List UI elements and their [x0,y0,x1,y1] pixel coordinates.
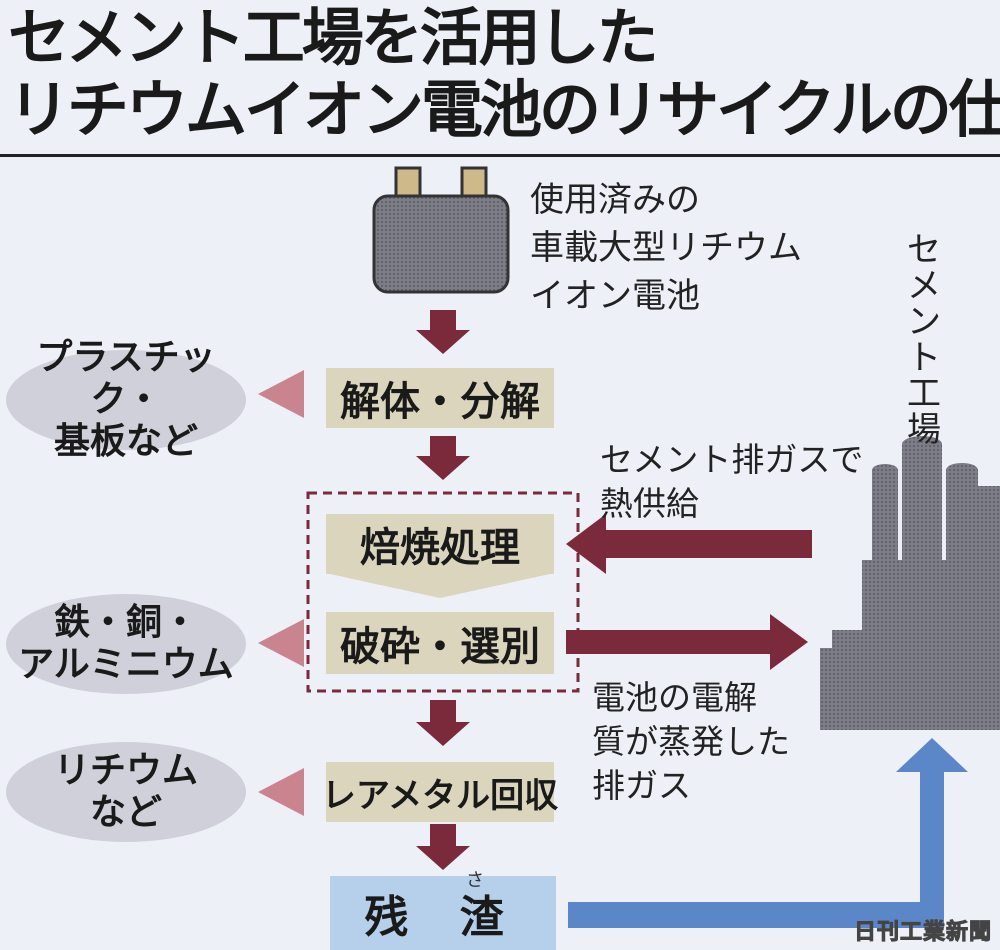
cement-factory-icon [820,436,1000,730]
dashed-process-group [306,491,580,693]
exhaust-note: 電池の電解 質が蒸発した 排ガス [592,678,790,805]
step-roast: 焙焼処理 [326,514,554,574]
diagram-title: セメント工場を活用した リチウムイオン電池のリサイクルの仕組み [8,1,1000,146]
output-iron-copper-aluminum: 鉄・銅・ アルミニウム [6,594,246,694]
residue-ruby: さ [466,870,484,891]
step-dismantle: 解体・分解 [326,368,554,428]
heat-supply-note: セメント排ガスで 熱供給 [600,440,864,523]
step-rare-metal-recovery: レアメタル回収 [322,762,558,822]
publisher-credit: 日刊工業新聞 [853,920,992,946]
flow-arrow-3 [416,700,470,746]
heat-supply-arrow [566,514,812,574]
battery-icon [372,166,510,294]
residue-return-arrow [568,738,968,928]
flow-arrow-2 [416,436,470,480]
output-plastic-boards: プラスチック・ 基板など [6,337,246,462]
output-lithium: リチウム など [6,742,246,842]
exhaust-arrow [566,614,808,670]
title-divider [0,154,1000,157]
residue-label: 残 渣 [364,892,522,943]
output-arrow-lithium [258,768,304,816]
battery-label: 使用済みの 車載大型リチウム イオン電池 [530,180,802,316]
output-arrow-metals [258,619,304,667]
flow-arrow-4 [416,824,470,870]
title-line-2: リチウムイオン電池のリサイクルの仕組み [8,73,1000,146]
step-crush: 破砕・選別 [326,612,554,674]
step-residue: 残 渣 [330,876,556,950]
roast-to-crush-connector [330,574,550,598]
flow-arrow-1 [416,310,470,354]
title-line-1: セメント工場を活用した [8,1,659,74]
output-arrow-plastic [258,370,304,418]
cement-factory-label: セメント工場 [907,230,941,450]
